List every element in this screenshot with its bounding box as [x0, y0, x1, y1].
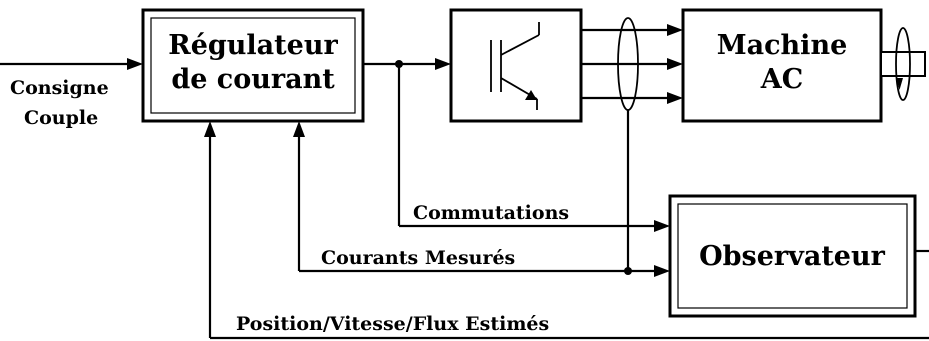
regulateur-label-line1: Régulateur — [168, 30, 338, 61]
estimation-feedback: Position/Vitesse/Flux Estimés — [204, 121, 929, 340]
igbt-transistor-icon — [490, 22, 540, 110]
courants-link: Courants Mesurés — [293, 110, 670, 277]
courants-mesures-label: Courants Mesurés — [321, 247, 515, 269]
consigne-input: Consigne Couple — [0, 58, 143, 129]
onduleur-block — [449, 8, 583, 123]
regulateur-block: Régulateur de courant — [141, 8, 365, 123]
machine-shaft — [880, 27, 926, 101]
phase-lines — [581, 17, 683, 111]
observateur-label: Observateur — [699, 241, 885, 272]
commande-link — [363, 58, 451, 70]
machine-label-line2: AC — [760, 64, 803, 95]
regulateur-label-line2: de courant — [171, 64, 335, 95]
observateur-block: Observateur — [668, 194, 917, 318]
consigne-label-line2: Couple — [24, 107, 98, 129]
estimations-label: Position/Vitesse/Flux Estimés — [236, 313, 549, 335]
commutations-label: Commutations — [413, 202, 569, 224]
machine-block: Machine AC — [681, 8, 883, 123]
machine-label-line1: Machine — [717, 30, 848, 61]
consigne-label-line1: Consigne — [10, 77, 109, 99]
commutations-link: Commutations — [397, 64, 670, 232]
